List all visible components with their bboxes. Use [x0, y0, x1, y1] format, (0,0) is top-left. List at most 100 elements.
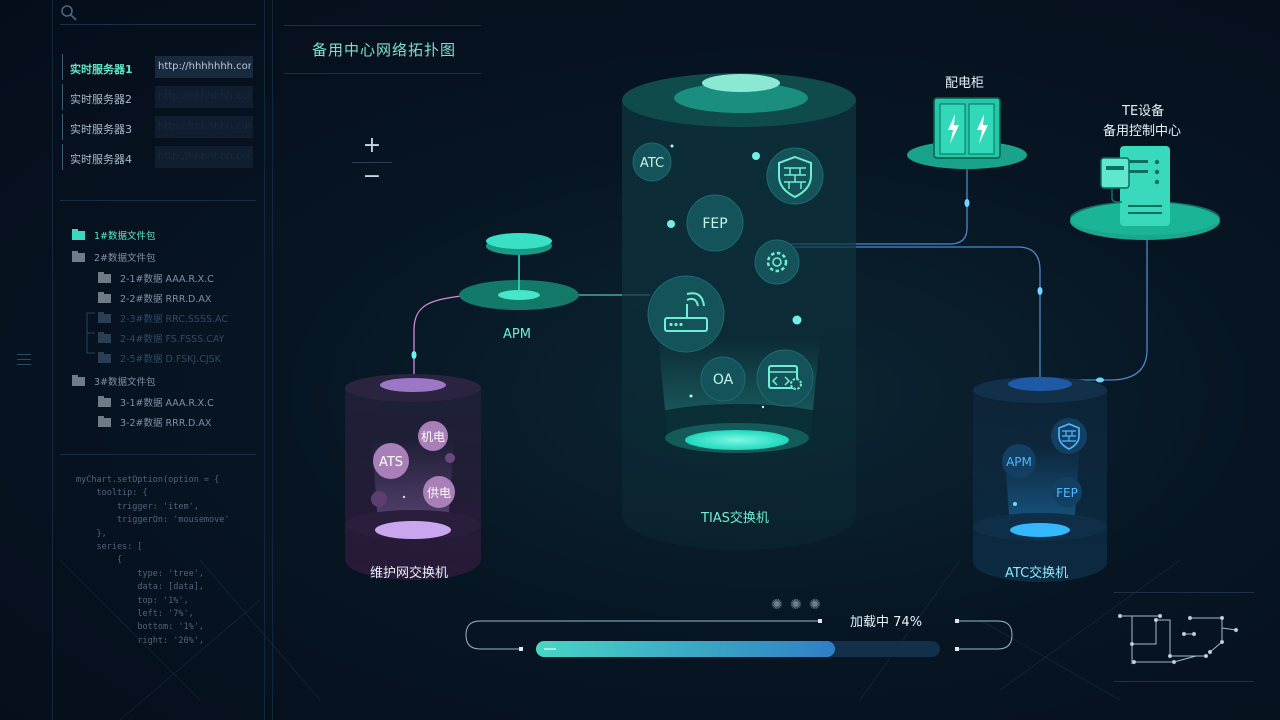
badge-ats[interactable]: ATS — [379, 455, 403, 470]
badge-mechanical[interactable]: 机电 — [421, 430, 445, 444]
code-snippet: myChart.setOption(option = { tooltip: { … — [76, 474, 276, 648]
divider — [60, 200, 256, 201]
maintenance-switch[interactable] — [345, 374, 481, 580]
menu-icon[interactable] — [17, 350, 31, 368]
tree-node[interactable]: 2-1#数据 AAA.R.X.C — [98, 271, 214, 285]
code-line: left: '7%', — [76, 609, 194, 620]
power-cabinet[interactable] — [907, 97, 1027, 169]
loading-percent: 74% — [893, 615, 923, 630]
tree-node-label: 2-5#数据 D.FSKJ.CJSK — [120, 354, 221, 365]
lightning-icon — [977, 114, 988, 144]
zoom-out-button[interactable]: − — [362, 164, 382, 189]
tree-node[interactable]: 3#数据文件包 — [72, 374, 156, 388]
atc-badges — [1002, 418, 1087, 507]
loading-spinner-icon: ✺ — [809, 597, 821, 613]
progress-fill — [536, 641, 835, 657]
server-icon — [1100, 146, 1170, 226]
search-input[interactable] — [60, 2, 256, 25]
loading-text: 加载中 74% — [850, 611, 922, 630]
minimap-graph — [1117, 613, 1239, 665]
code-line: type: 'tree', — [76, 568, 204, 579]
code-line: top: '1%', — [76, 595, 189, 606]
tias-switch[interactable] — [622, 73, 856, 550]
badge-oa[interactable]: OA — [713, 372, 734, 388]
badge-atc[interactable]: ATC — [640, 156, 664, 171]
server-item[interactable]: 实时服务器4 — [62, 144, 258, 174]
lightning-icon — [948, 114, 959, 144]
folder-icon — [98, 272, 111, 283]
divider — [60, 454, 256, 455]
tree-node[interactable]: 2-5#数据 D.FSKJ.CJSK — [98, 351, 221, 365]
zoom-in-button[interactable]: + — [362, 133, 382, 158]
tree-node[interactable]: 2#数据文件包 — [72, 250, 156, 264]
connections — [413, 168, 1148, 381]
te-device-sublabel: 备用控制中心 — [1103, 124, 1182, 139]
tree-node-label: 2-4#数据 FS.FSSS.CAY — [120, 334, 225, 345]
badge-fep[interactable]: FEP — [1056, 486, 1078, 500]
tree-node[interactable]: 1#数据文件包 — [72, 228, 156, 242]
server-item-tick — [62, 114, 65, 140]
minimap[interactable] — [1114, 592, 1254, 682]
code-line: series: [ — [76, 542, 143, 553]
tree-node-label: 2#数据文件包 — [94, 253, 156, 264]
code-line: tooltip: { — [76, 488, 148, 499]
folder-icon — [98, 292, 111, 303]
folder-icon — [98, 396, 111, 407]
link-apm-maintenance — [413, 295, 462, 380]
tree-node[interactable]: 2-4#数据 FS.FSSS.CAY — [98, 331, 224, 345]
code-line: myChart.setOption(option = { — [76, 475, 220, 485]
code-line: right: '20%', — [76, 635, 204, 646]
power-cabinet-label: 配电柜 — [945, 76, 985, 91]
loading-status: ✺ ✺ ✺ 加载中 74% — [466, 597, 1012, 660]
te-device-label: TE设备 — [1122, 104, 1165, 119]
link-markers — [411, 199, 1104, 383]
zoom-controls: + − — [348, 132, 396, 193]
settings-gear-icon[interactable] — [754, 239, 800, 285]
wireless-router-icon[interactable] — [647, 275, 725, 353]
badge-apm[interactable]: APM — [1006, 455, 1032, 469]
server-url-input[interactable] — [155, 146, 253, 168]
apm-node[interactable] — [459, 233, 579, 310]
server-label: 实时服务器4 — [70, 153, 132, 166]
badge-power-supply[interactable]: 供电 — [427, 486, 451, 500]
folder-icon — [98, 352, 111, 363]
loading-spinner-icon: ✺ — [790, 597, 802, 613]
search-icon[interactable] — [60, 4, 78, 22]
panel-edge — [272, 0, 273, 720]
tree-node-label: 2-2#数据 RRR.D.AX — [120, 294, 212, 305]
tree-node-label: 3-1#数据 AAA.R.X.C — [120, 398, 214, 409]
server-label: 实时服务器1 — [70, 63, 133, 76]
server-url-input[interactable] — [155, 116, 253, 138]
code-line: trigger: 'item', — [76, 501, 199, 512]
te-device[interactable] — [1070, 146, 1220, 240]
firewall-shield-icon[interactable] — [766, 147, 824, 205]
page-title: 备用中心网络拓扑图 — [312, 41, 457, 59]
tree-node[interactable]: 3-2#数据 RRR.D.AX — [98, 415, 211, 429]
zoom-separator — [352, 162, 392, 163]
code-window-icon[interactable] — [756, 349, 814, 407]
folder-icon — [98, 332, 111, 343]
server-list: 实时服务器1 实时服务器2 实时服务器3 实时服务器4 — [62, 54, 258, 174]
code-line: data: [data], — [76, 582, 204, 593]
server-url-input[interactable] — [155, 86, 253, 108]
tree-node[interactable]: 2-2#数据 RRR.D.AX — [98, 291, 211, 305]
link-tias-atc — [790, 246, 1041, 378]
firewall-shield-icon[interactable] — [1051, 418, 1087, 454]
server-item[interactable]: 实时服务器3 — [62, 114, 258, 144]
tree-node-label: 3-2#数据 RRR.D.AX — [120, 418, 212, 429]
badge-fep[interactable]: FEP — [702, 216, 727, 232]
server-url-input[interactable] — [155, 56, 253, 78]
folder-icon — [72, 375, 85, 386]
server-item[interactable]: 实时服务器2 — [62, 84, 258, 114]
folder-icon — [98, 312, 111, 323]
tree-node[interactable]: 3-1#数据 AAA.R.X.C — [98, 395, 214, 409]
atc-switch[interactable] — [973, 377, 1107, 582]
server-item[interactable]: 实时服务器1 — [62, 54, 258, 84]
code-line: }, — [76, 528, 107, 539]
apm-label: APM — [503, 327, 531, 342]
tree-node[interactable]: 2-3#数据 RRC.SSSS.AC — [98, 311, 228, 325]
tias-switch-label: TIAS交换机 — [701, 511, 769, 526]
page-title-box: 备用中心网络拓扑图 — [284, 25, 481, 74]
side-panel: 实时服务器1 实时服务器2 实时服务器3 实时服务器4 1#数据文件包 2#数据… — [52, 0, 265, 720]
